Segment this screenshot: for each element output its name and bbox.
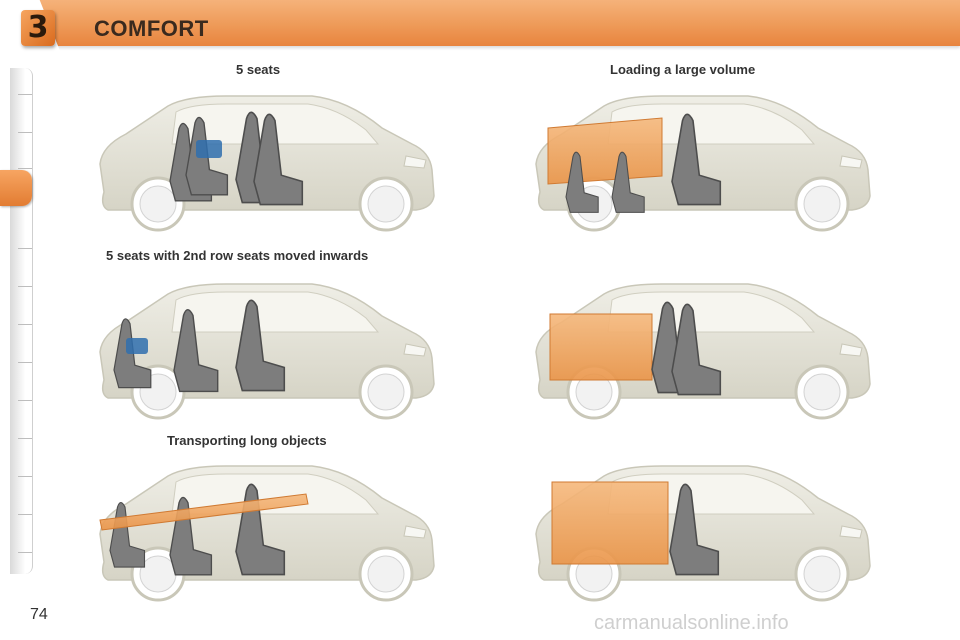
watermark: carmanualsonline.info <box>594 612 789 634</box>
car-large-volume-illustration <box>534 94 872 232</box>
caption-2nd-row-inwards: 5 seats with 2nd row seats moved inwards <box>106 248 369 263</box>
page-number: 74 <box>30 606 48 623</box>
car-large-box-illustration <box>534 464 872 602</box>
car-2nd-row-inwards-illustration <box>98 282 436 420</box>
caption-loading-large-volume: Loading a large volume <box>610 62 756 77</box>
tab-divider <box>18 286 32 287</box>
caption-5-seats: 5 seats <box>236 62 281 77</box>
car-long-objects-illustration <box>98 464 436 602</box>
side-tab-strip[interactable] <box>10 68 33 574</box>
car-5-seats-illustration <box>98 94 436 232</box>
tab-divider <box>18 324 32 325</box>
tab-divider <box>18 400 32 401</box>
tab-divider <box>18 94 32 95</box>
header-bar <box>0 0 960 46</box>
car-folded-seats-illustration <box>534 282 872 420</box>
tab-divider <box>18 438 32 439</box>
tab-divider <box>18 132 32 133</box>
active-chapter-tab[interactable] <box>0 170 32 206</box>
tab-divider <box>18 476 32 477</box>
page-title: COMFORT <box>94 16 209 41</box>
caption-long-objects: Transporting long objects <box>167 433 327 448</box>
tab-divider <box>18 362 32 363</box>
tab-divider <box>18 514 32 515</box>
tab-divider <box>18 168 32 169</box>
chapter-badge: 3 <box>21 10 55 46</box>
tab-divider <box>18 248 32 249</box>
tab-divider <box>18 552 32 553</box>
